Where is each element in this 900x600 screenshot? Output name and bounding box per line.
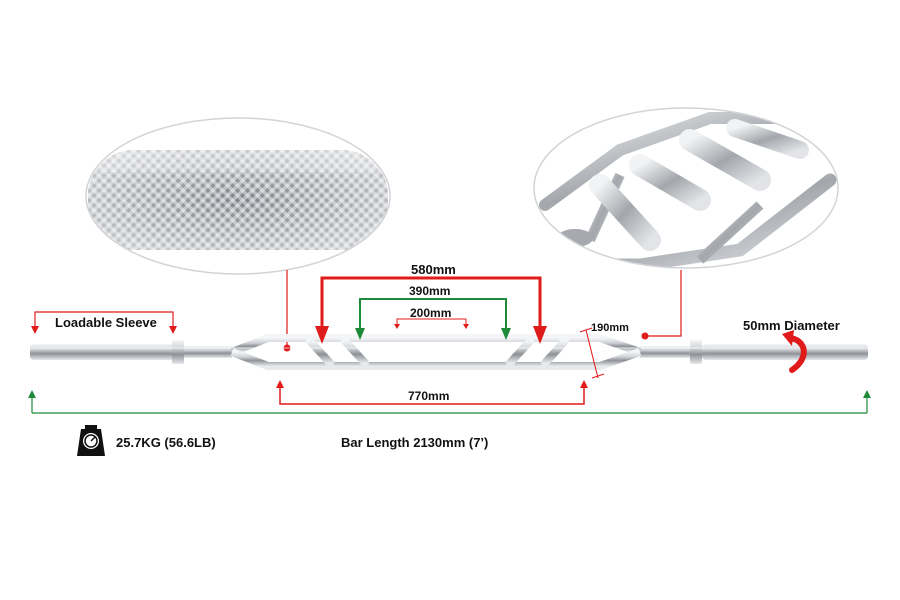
loadable-sleeve-label: Loadable Sleeve <box>55 315 157 330</box>
dimension-770 <box>276 380 588 405</box>
width-200-label: 200mm <box>410 306 452 320</box>
loadable-sleeve-bracket <box>31 311 177 334</box>
dimension-190 <box>579 327 605 379</box>
width-390-label: 390mm <box>409 284 451 298</box>
swiss-bar <box>30 334 868 370</box>
weight-label: 25.7KG (56.6LB) <box>116 435 216 450</box>
cage-closeup <box>533 107 839 269</box>
leader-right <box>641 270 682 340</box>
height-190-label: 190mm <box>591 322 629 334</box>
width-580-label: 580mm <box>411 262 456 277</box>
diameter-arrow <box>782 330 807 373</box>
dimension-200 <box>394 318 469 329</box>
diameter-label: 50mm Diameter <box>743 318 840 333</box>
knurling-closeup <box>85 117 391 275</box>
dimension-580 <box>315 276 547 344</box>
width-770-label: 770mm <box>408 389 450 403</box>
bar-length-line <box>28 390 871 414</box>
bar-length-label: Bar Length 2130mm (7’) <box>341 435 489 450</box>
scale-icon <box>77 425 105 456</box>
dimension-390 <box>355 298 511 340</box>
